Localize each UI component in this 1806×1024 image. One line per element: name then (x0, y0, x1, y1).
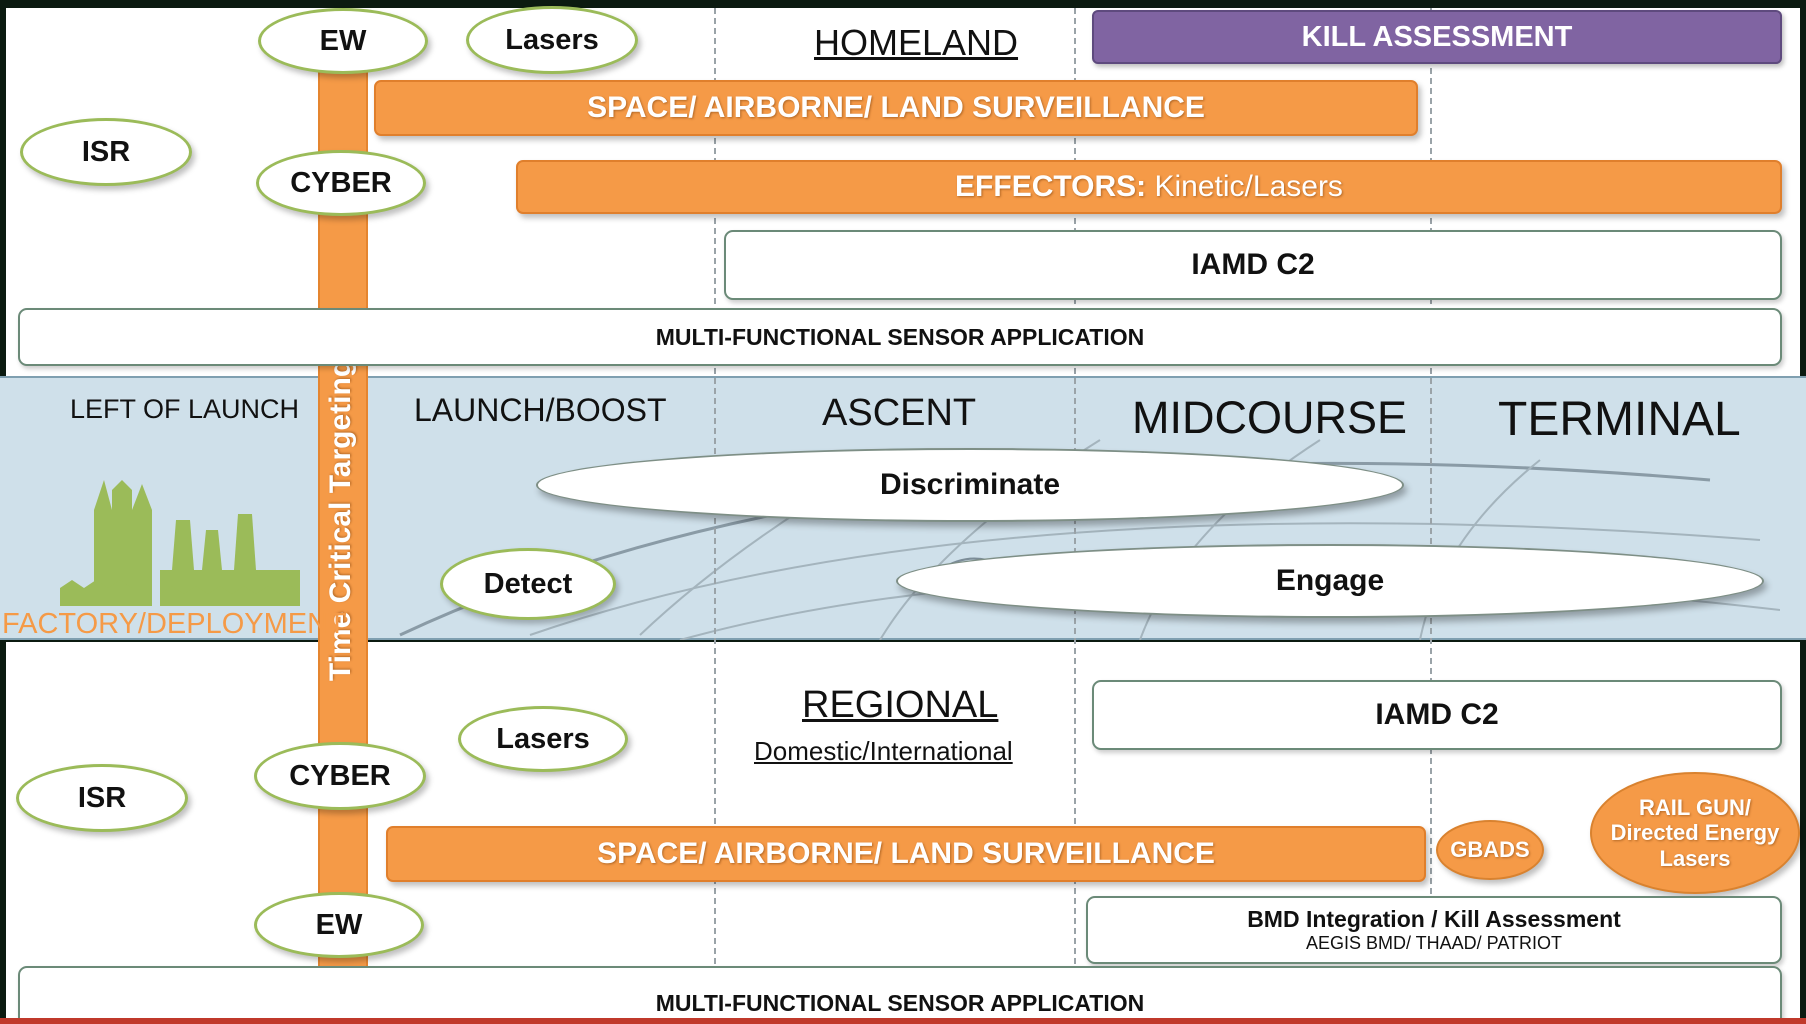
engage-oval: Engage (896, 544, 1764, 618)
homeland-ew-oval: EW (258, 8, 428, 74)
gbads-oval: GBADS (1436, 820, 1544, 880)
bmd-integration-bar: BMD Integration / Kill Assessment AEGIS … (1086, 896, 1782, 964)
time-critical-bar (318, 70, 368, 1024)
homeland-surveillance-bar: SPACE/ AIRBORNE/ LAND SURVEILLANCE (374, 80, 1418, 136)
effectors-label: EFFECTORS: (955, 170, 1147, 203)
regional-lasers-oval: Lasers (458, 706, 628, 772)
bmd-subtitle: AEGIS BMD/ THAAD/ PATRIOT (1305, 932, 1563, 953)
regional-mfsa-bar: MULTI-FUNCTIONAL SENSOR APPLICATION (18, 966, 1782, 1024)
rail-gun-oval: RAIL GUN/ Directed Energy Lasers (1590, 772, 1800, 894)
effectors-bar: EFFECTORS: Kinetic/Lasers (516, 160, 1782, 214)
regional-heading: REGIONAL (802, 684, 999, 726)
discriminate-oval: Discriminate (536, 448, 1404, 522)
effectors-detail: Kinetic/Lasers (1146, 170, 1343, 203)
regional-surveillance-bar: SPACE/ AIRBORNE/ LAND SURVEILLANCE (386, 826, 1426, 882)
kill-assessment-bar: KILL ASSESSMENT (1092, 10, 1782, 64)
rail-gun-line-1: RAIL GUN/ (1638, 795, 1752, 821)
detect-oval: Detect (440, 548, 616, 620)
factory-deployment-label: FACTORY/DEPLOYMENT (2, 608, 346, 640)
homeland-mfsa-bar: MULTI-FUNCTIONAL SENSOR APPLICATION (18, 308, 1782, 366)
regional-iamd-c2-bar: IAMD C2 (1092, 680, 1782, 750)
divider-1 (714, 8, 716, 1024)
phase-ascent: ASCENT (822, 392, 977, 434)
phase-left-of-launch: LEFT OF LAUNCH (70, 394, 300, 424)
homeland-heading: HOMELAND (814, 22, 1019, 63)
regional-subheading: Domestic/International (754, 736, 1013, 766)
bmd-title: BMD Integration / Kill Assessment (1247, 906, 1621, 933)
regional-cyber-oval: CYBER (254, 742, 426, 810)
factory-icon (60, 480, 300, 606)
phase-terminal: TERMINAL (1498, 393, 1741, 446)
rail-gun-line-2: Directed Energy (1610, 820, 1780, 846)
homeland-isr-oval: ISR (20, 118, 192, 186)
phase-midcourse: MIDCOURSE (1132, 392, 1408, 443)
bottom-strip (0, 1018, 1806, 1024)
phase-launch-boost: LAUNCH/BOOST (414, 392, 667, 428)
regional-isr-oval: ISR (16, 764, 188, 832)
regional-ew-oval: EW (254, 892, 424, 958)
rail-gun-line-3: Lasers (1659, 845, 1731, 871)
homeland-iamd-c2-bar: IAMD C2 (724, 230, 1782, 300)
homeland-lasers-oval: Lasers (466, 6, 638, 74)
homeland-cyber-oval: CYBER (256, 150, 426, 216)
divider-3 (1430, 8, 1432, 1024)
